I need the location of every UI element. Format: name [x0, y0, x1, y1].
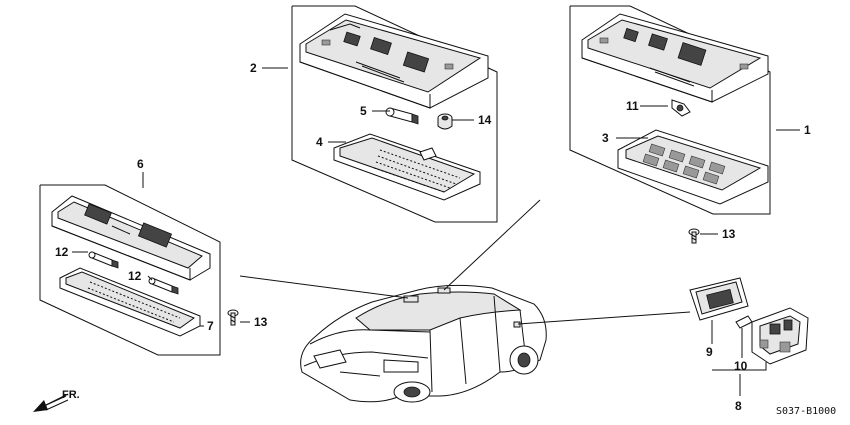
- console-light-lens: [59, 267, 201, 337]
- door-light-location: [513, 321, 521, 328]
- rear-light-group: [569, 5, 771, 244]
- console-bulb-a: [88, 251, 119, 269]
- front-direction-label: FR.: [62, 389, 80, 401]
- door-courtesy-light-group: [689, 277, 809, 371]
- callout-9: 9: [706, 345, 713, 359]
- callout-8: 8: [735, 399, 742, 413]
- console-light-housing: [51, 195, 211, 281]
- courtesy-light-socket: [751, 307, 809, 365]
- callout-12-b: 12: [128, 269, 142, 283]
- console-light-group: [39, 184, 239, 356]
- lamp-socket: [437, 113, 453, 130]
- callout-12-a: 12: [55, 245, 69, 259]
- callout-11: 11: [626, 99, 639, 113]
- vehicle-outline: [300, 284, 547, 403]
- callout-3: 3: [602, 131, 609, 145]
- courtesy-light-bulb: [735, 315, 753, 329]
- lens-grid: [642, 143, 726, 185]
- courtesy-light-lens: [689, 277, 749, 321]
- map-light-bulb: [385, 107, 419, 125]
- mounting-screw-rear: [688, 228, 700, 244]
- mounting-screw-console: [227, 309, 239, 326]
- callout-2: 2: [250, 61, 257, 75]
- room-light-bulb: [671, 99, 691, 117]
- group-outline-console: [39, 184, 221, 356]
- group-outline-rear: [569, 5, 771, 215]
- callout-5: 5: [360, 104, 367, 118]
- console-bulb-b: [148, 277, 179, 295]
- rear-light-location: [437, 287, 451, 294]
- callout-1: 1: [804, 123, 811, 137]
- front-direction-arrow: FR.: [33, 389, 80, 412]
- callout-13-rear: 13: [722, 227, 736, 241]
- front-light-location: [403, 295, 419, 303]
- callout-4: 4: [316, 135, 323, 149]
- callout-10: 10: [734, 359, 748, 373]
- callout-leaders: [72, 67, 800, 396]
- front-map-light-group: [291, 5, 498, 223]
- callout-numbers: 2 5 14 4 1 11 3 13 6 12 12 7 13 9 10 8: [55, 61, 811, 413]
- lens-texture: [373, 149, 461, 193]
- map-light-housing: [299, 13, 489, 109]
- room-light-housing: [581, 13, 769, 103]
- callout-6: 6: [137, 157, 144, 171]
- location-leaders: [239, 199, 691, 325]
- room-light-lens: [617, 129, 769, 205]
- diagram-code: S037-B1000: [776, 406, 836, 417]
- callout-13-console: 13: [254, 315, 268, 329]
- group-outline-front: [291, 5, 498, 223]
- callout-bracket: [712, 362, 767, 371]
- map-light-lens: [333, 133, 481, 201]
- callout-7: 7: [207, 319, 214, 333]
- callout-14: 14: [478, 113, 492, 127]
